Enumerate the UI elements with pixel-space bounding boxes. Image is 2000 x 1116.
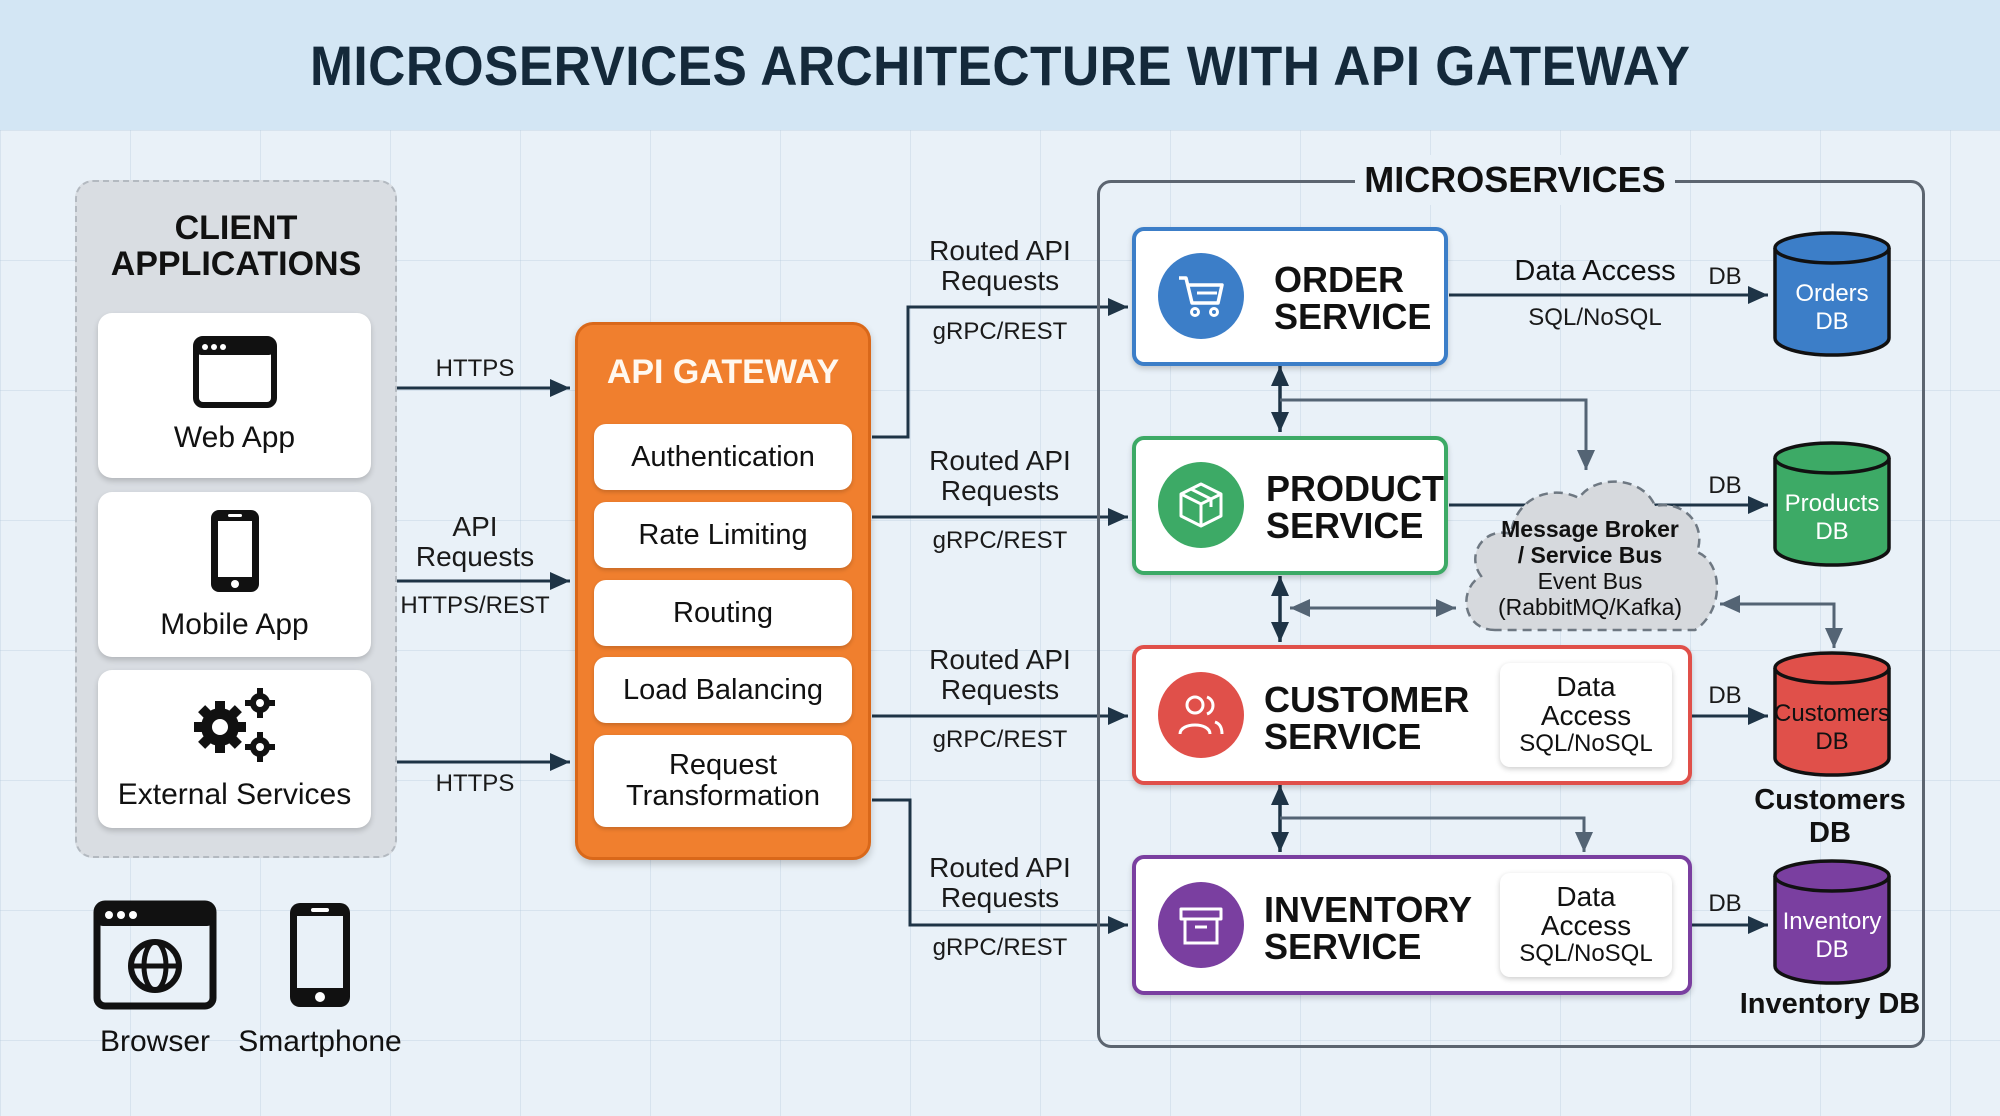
- gateway-feature-load-balancing[interactable]: Load Balancing: [594, 657, 852, 723]
- cloud-icon: [1465, 480, 1719, 632]
- message-broker[interactable]: Message Broker / Service Bus Event Bus (…: [1455, 470, 1725, 636]
- link-label-https: HTTPS: [435, 355, 515, 382]
- link-label-https: HTTPS: [435, 770, 515, 797]
- client-applications-title: CLIENT APPLICATIONS: [110, 209, 362, 283]
- client-card-web-app[interactable]: Web App: [98, 313, 371, 478]
- route-protocol: gRPC/REST: [932, 527, 1068, 554]
- data-access-box: Data Access SQL/NoSQL: [1500, 873, 1672, 977]
- gears-icon: [192, 687, 278, 770]
- legend-label: Smartphone: [238, 1025, 402, 1058]
- order-service[interactable]: ORDER SERVICE: [1132, 227, 1448, 366]
- link-label-https-rest: HTTPS/REST: [400, 592, 550, 619]
- browser-window-icon: [192, 336, 277, 413]
- users-icon: [1158, 672, 1244, 758]
- service-name: PRODUCT SERVICE: [1266, 468, 1444, 546]
- title-banner: MICROSERVICES ARCHITECTURE WITH API GATE…: [0, 0, 2000, 130]
- inventory-service[interactable]: INVENTORY SERVICE Data Access SQL/NoSQL: [1132, 855, 1692, 995]
- route-protocol: gRPC/REST: [932, 318, 1068, 345]
- db-tag: DB: [1708, 890, 1742, 917]
- shopping-cart-icon: [1158, 253, 1244, 339]
- route-inventory: [872, 798, 1128, 934]
- database-cylinder-icon: [1773, 441, 1891, 567]
- microservices-title: MICROSERVICES: [1355, 155, 1675, 205]
- client-label: Web App: [173, 421, 296, 454]
- smartphone-icon: [287, 900, 353, 1015]
- data-access-box: Data Access SQL/NoSQL: [1500, 663, 1672, 767]
- legend-label: Browser: [99, 1025, 211, 1058]
- route-order: [872, 298, 1128, 439]
- client-card-mobile-app[interactable]: Mobile App: [98, 492, 371, 657]
- gateway-feature-rate-limiting[interactable]: Rate Limiting: [594, 502, 852, 568]
- client-label: Mobile App: [160, 608, 309, 641]
- archive-box-icon: [1158, 882, 1244, 968]
- gateway-feature-authentication[interactable]: Authentication: [594, 424, 852, 490]
- product-service[interactable]: PRODUCT SERVICE: [1132, 436, 1448, 575]
- db-caption: Customers DB: [1754, 784, 1906, 849]
- package-box-icon: [1158, 462, 1244, 548]
- legend-smartphone: Smartphone: [238, 900, 402, 1059]
- db-tag: DB: [1708, 472, 1742, 499]
- service-name: CUSTOMER SERVICE: [1264, 679, 1470, 757]
- database-cylinder-icon: [1773, 651, 1891, 777]
- legend-browser: Browser: [90, 900, 220, 1059]
- broker-label: Message Broker / Service Bus Event Bus (…: [1497, 516, 1683, 620]
- order-link-protocol: SQL/NoSQL: [1528, 304, 1662, 331]
- database-cylinder-icon: [1773, 859, 1891, 985]
- order-link-label: Data Access: [1514, 255, 1676, 287]
- service-name: ORDER SERVICE: [1274, 259, 1432, 337]
- page-title: MICROSERVICES ARCHITECTURE WITH API GATE…: [309, 33, 1691, 97]
- link-inventory-broker: [1280, 816, 1593, 852]
- database-cylinder-icon: [1773, 231, 1891, 357]
- db-caption: Inventory DB: [1739, 988, 1921, 1020]
- gateway-feature-request-transformation[interactable]: Request Transformation: [594, 735, 852, 827]
- client-card-external-services[interactable]: External Services: [98, 670, 371, 828]
- route-protocol: gRPC/REST: [932, 934, 1068, 961]
- smartphone-icon: [208, 507, 262, 600]
- browser-globe-icon: [93, 900, 217, 1015]
- db-tag: DB: [1708, 682, 1742, 709]
- link-label-api-requests: API Requests: [415, 511, 535, 572]
- link-broker-customersdb: [1720, 595, 1843, 648]
- db-tag: DB: [1708, 263, 1742, 290]
- client-label: External Services: [117, 777, 352, 811]
- link-order-broker: [1280, 398, 1595, 470]
- service-name: INVENTORY SERVICE: [1264, 889, 1473, 967]
- route-protocol: gRPC/REST: [932, 726, 1068, 753]
- gateway-feature-routing[interactable]: Routing: [594, 580, 852, 646]
- api-gateway-title: API GATEWAY: [606, 353, 840, 391]
- customer-service[interactable]: CUSTOMER SERVICE Data Access SQL/NoSQL: [1132, 645, 1692, 785]
